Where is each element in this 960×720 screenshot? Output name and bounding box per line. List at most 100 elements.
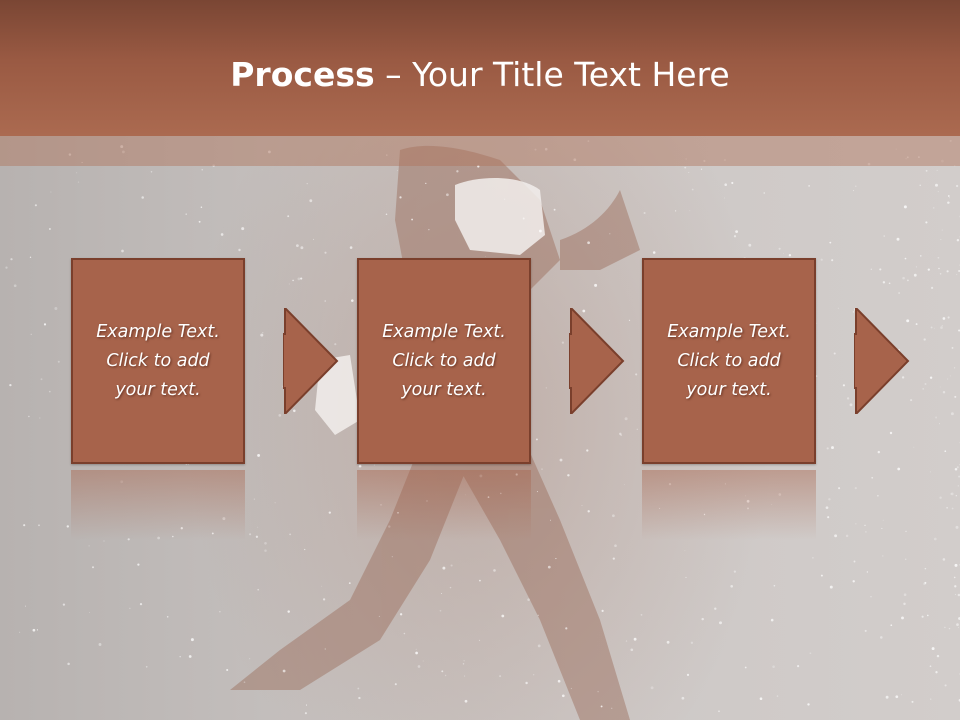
rain-drop bbox=[600, 705, 603, 708]
rain-drop bbox=[931, 647, 935, 651]
rain-drop bbox=[450, 564, 453, 567]
rain-drop bbox=[241, 227, 245, 231]
rain-drop bbox=[944, 684, 947, 687]
rain-drop bbox=[296, 244, 299, 248]
rain-drop bbox=[918, 156, 920, 158]
rain-drop bbox=[924, 567, 927, 570]
rain-drop bbox=[747, 507, 749, 510]
rain-drop bbox=[77, 181, 80, 183]
rain-drop bbox=[386, 154, 388, 156]
rain-drop bbox=[852, 190, 854, 192]
rain-drop bbox=[522, 217, 525, 220]
rain-drop bbox=[955, 495, 957, 497]
rain-drop bbox=[895, 148, 897, 150]
rain-drop bbox=[624, 417, 628, 421]
rain-drop bbox=[614, 544, 617, 548]
rain-drop bbox=[582, 309, 586, 313]
rain-drop bbox=[515, 473, 518, 476]
rain-drop bbox=[746, 499, 750, 503]
rain-drop bbox=[797, 665, 800, 668]
title-bold: Process bbox=[230, 55, 375, 94]
step-3-box[interactable]: Example Text. Click to add your text. bbox=[642, 258, 816, 464]
rain-drop bbox=[81, 161, 83, 163]
rain-drop bbox=[829, 241, 832, 244]
rain-drop bbox=[636, 428, 638, 430]
rain-drop bbox=[537, 614, 539, 616]
rain-drop bbox=[896, 237, 900, 241]
rain-drop bbox=[905, 530, 907, 533]
rain-drop bbox=[770, 618, 774, 622]
rain-drop bbox=[611, 707, 613, 709]
rain-drop bbox=[901, 376, 905, 379]
slide-title[interactable]: Process – Your Title Text Here bbox=[0, 52, 960, 98]
rain-drop bbox=[949, 139, 952, 142]
rain-drop bbox=[936, 654, 940, 658]
rain-drop bbox=[733, 570, 737, 573]
rain-drop bbox=[19, 631, 21, 633]
rain-drop bbox=[954, 467, 958, 471]
rain-drop bbox=[763, 192, 765, 194]
rain-drop bbox=[545, 387, 547, 389]
rain-drop bbox=[411, 218, 414, 221]
rain-drop bbox=[897, 467, 901, 471]
rain-drop bbox=[685, 158, 687, 160]
rain-drop bbox=[297, 277, 301, 281]
rain-drop bbox=[719, 621, 722, 625]
rain-drop bbox=[947, 201, 950, 204]
rain-drop bbox=[935, 671, 938, 674]
rain-drop bbox=[304, 712, 307, 715]
rain-drop bbox=[129, 607, 131, 609]
rain-drop bbox=[40, 378, 43, 381]
rain-drop bbox=[501, 614, 505, 618]
rain-drop bbox=[910, 399, 913, 402]
rain-drop bbox=[846, 397, 850, 400]
rain-drop bbox=[66, 525, 70, 528]
step-2-reflection bbox=[357, 470, 531, 540]
rain-drop bbox=[681, 696, 685, 700]
rain-drop bbox=[565, 627, 568, 630]
rain-drop bbox=[853, 560, 856, 563]
rain-drop bbox=[904, 257, 907, 260]
rain-drop bbox=[190, 638, 194, 642]
rain-drop bbox=[901, 616, 904, 620]
rain-drop bbox=[30, 333, 32, 335]
rain-drop bbox=[731, 181, 734, 185]
rain-drop bbox=[915, 323, 918, 326]
step-1-box[interactable]: Example Text. Click to add your text. bbox=[71, 258, 245, 464]
rain-drop bbox=[864, 629, 867, 632]
step-3-reflection bbox=[642, 470, 816, 540]
rain-drop bbox=[200, 206, 203, 208]
rain-drop bbox=[287, 610, 290, 613]
rain-drop bbox=[630, 648, 634, 652]
rain-drop bbox=[924, 383, 927, 385]
rain-drop bbox=[953, 576, 956, 579]
rain-drop bbox=[944, 450, 947, 453]
rain-drop bbox=[479, 474, 483, 478]
step-2-box[interactable]: Example Text. Click to add your text. bbox=[357, 258, 531, 464]
rain-drop bbox=[349, 246, 353, 249]
rain-drop bbox=[950, 492, 954, 496]
rain-drop bbox=[946, 270, 949, 273]
rain-drop bbox=[464, 494, 466, 496]
rain-drop bbox=[820, 258, 823, 261]
rain-drop bbox=[924, 581, 927, 584]
rain-drop bbox=[946, 506, 948, 509]
rain-drop bbox=[940, 326, 943, 329]
rain-drop bbox=[911, 700, 914, 703]
rain-drop bbox=[940, 238, 942, 241]
rain-drop bbox=[950, 493, 952, 495]
rain-drop bbox=[380, 504, 382, 506]
rain-drop bbox=[855, 523, 857, 525]
rain-drop bbox=[262, 332, 264, 334]
rain-drop bbox=[121, 249, 124, 253]
rain-drop bbox=[652, 251, 656, 254]
rain-drop bbox=[399, 613, 403, 616]
rain-drop bbox=[882, 519, 884, 521]
rain-drop bbox=[357, 687, 360, 690]
rain-drop bbox=[441, 670, 444, 673]
rain-drop bbox=[249, 658, 251, 660]
rain-drop bbox=[274, 502, 276, 504]
rain-drop bbox=[957, 485, 959, 487]
rain-drop bbox=[889, 431, 893, 435]
rain-drop bbox=[942, 558, 946, 561]
